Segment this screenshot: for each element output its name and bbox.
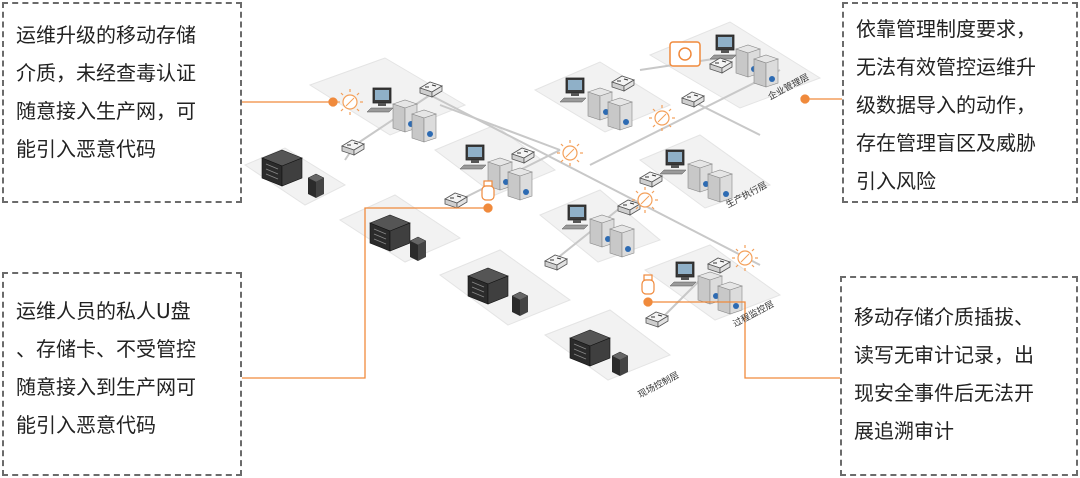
callout-line: 展追溯审计 xyxy=(854,419,954,443)
callout-line: 运维升级的移动存储 xyxy=(16,23,196,47)
callout-line: 读写无审计记录，出 xyxy=(854,343,1034,367)
callout-line: 依靠管理制度要求， xyxy=(856,17,1036,41)
usb-drive-icon xyxy=(481,180,495,201)
usb-drive-icon xyxy=(641,274,655,295)
camera-icon xyxy=(669,41,701,67)
callout-line: 运维人员的私人U盘 xyxy=(16,299,191,323)
device-group-6 xyxy=(669,34,779,88)
callout-line: 无法有效管控运维升 xyxy=(856,55,1036,79)
callout-line: 随意接入生产网，可 xyxy=(16,99,196,123)
callout-line: 级数据导入的动作， xyxy=(856,93,1036,117)
callout-line: 介质，未经查毒认证 xyxy=(16,61,196,85)
callout-line: 能引入恶意代码 xyxy=(16,137,156,161)
callout-line: 移动存储介质插拔、 xyxy=(854,305,1034,329)
callout-bottom-left: 运维人员的私人U盘 、存储卡、不受管控 随意接入到生产网可 能引入恶意代码 xyxy=(2,272,242,476)
callout-line: 、存储卡、不受管控 xyxy=(16,337,196,361)
callout-connectors xyxy=(242,94,842,379)
callout-top-left: 运维升级的移动存储 介质，未经查毒认证 随意接入生产网，可 能引入恶意代码 xyxy=(2,2,242,203)
layer-label-field: 现场控制层 xyxy=(636,369,681,401)
callout-top-right: 依靠管理制度要求， 无法有效管控运维升 级数据导入的动作， 存在管理盲区及威胁 … xyxy=(842,2,1078,203)
callout-line: 引入风险 xyxy=(856,169,936,193)
callout-line: 能引入恶意代码 xyxy=(16,413,156,437)
callout-line: 存在管理盲区及威胁 xyxy=(856,131,1036,155)
callout-line: 随意接入到生产网可 xyxy=(16,375,196,399)
callout-line: 现安全事件后无法开 xyxy=(854,381,1034,405)
callout-bottom-right: 移动存储介质插拔、 读写无审计记录，出 现安全事件后无法开 展追溯审计 xyxy=(840,276,1078,476)
